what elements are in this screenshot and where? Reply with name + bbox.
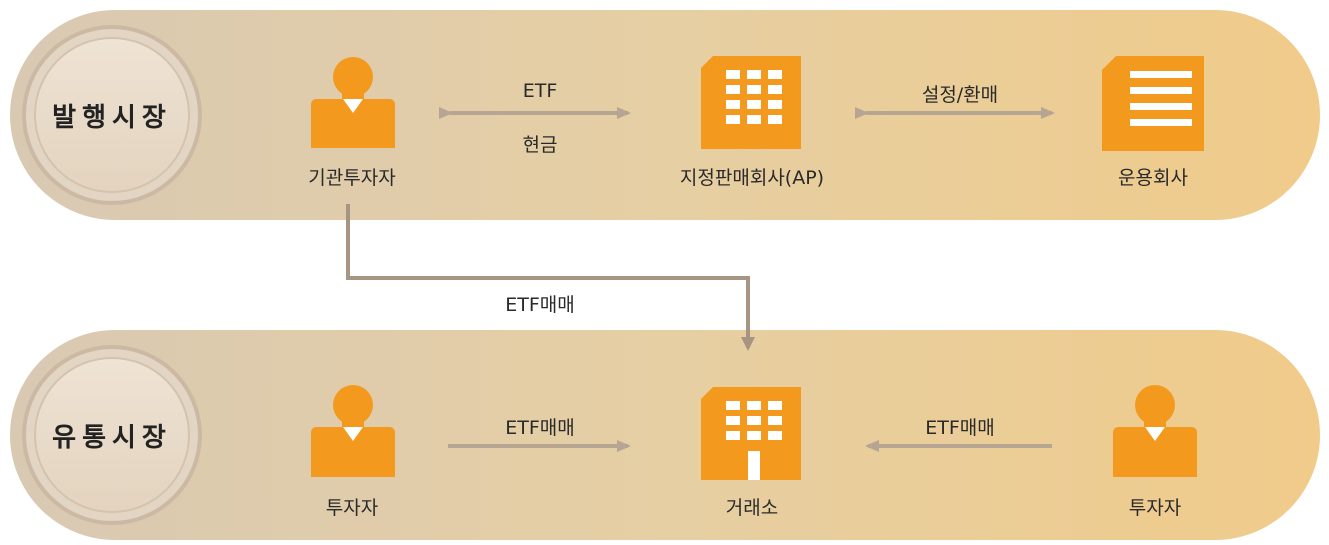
institutional-investor-label: 기관투자자	[308, 167, 396, 189]
etf-label: ETF	[522, 80, 558, 102]
exchange-label: 거래소	[725, 497, 779, 519]
left-trade-label: ETF매매	[505, 417, 575, 439]
secondary-market-badge: 유통시장	[22, 345, 202, 525]
investor-right-person-icon	[1113, 385, 1197, 477]
issuance-market-title: 발행시장	[36, 39, 188, 191]
asset-manager-label: 운용회사	[1118, 167, 1188, 189]
create-redeem-label: 설정/환매	[921, 84, 999, 106]
institutional-investor-person-icon	[311, 57, 395, 148]
exchange-building-icon	[701, 387, 801, 480]
ap-building-icon	[701, 56, 801, 149]
investor-left-label: 투자자	[325, 497, 379, 519]
right-trade-label: ETF매매	[925, 417, 995, 439]
investor-left-person-icon	[311, 385, 395, 477]
asset-manager-document-icon	[1102, 56, 1204, 151]
ap-label: 지정판매회사(AP)	[679, 167, 825, 189]
secondary-market-band	[10, 330, 1320, 540]
etf-trade-connector	[346, 204, 755, 351]
investor-right-label: 투자자	[1128, 497, 1182, 519]
issuance-market-badge: 발행시장	[22, 25, 202, 205]
issuance-market-band	[10, 10, 1320, 220]
secondary-market-title: 유통시장	[36, 359, 188, 511]
connector-label: ETF매매	[505, 294, 575, 316]
cash-label: 현금	[522, 134, 558, 156]
